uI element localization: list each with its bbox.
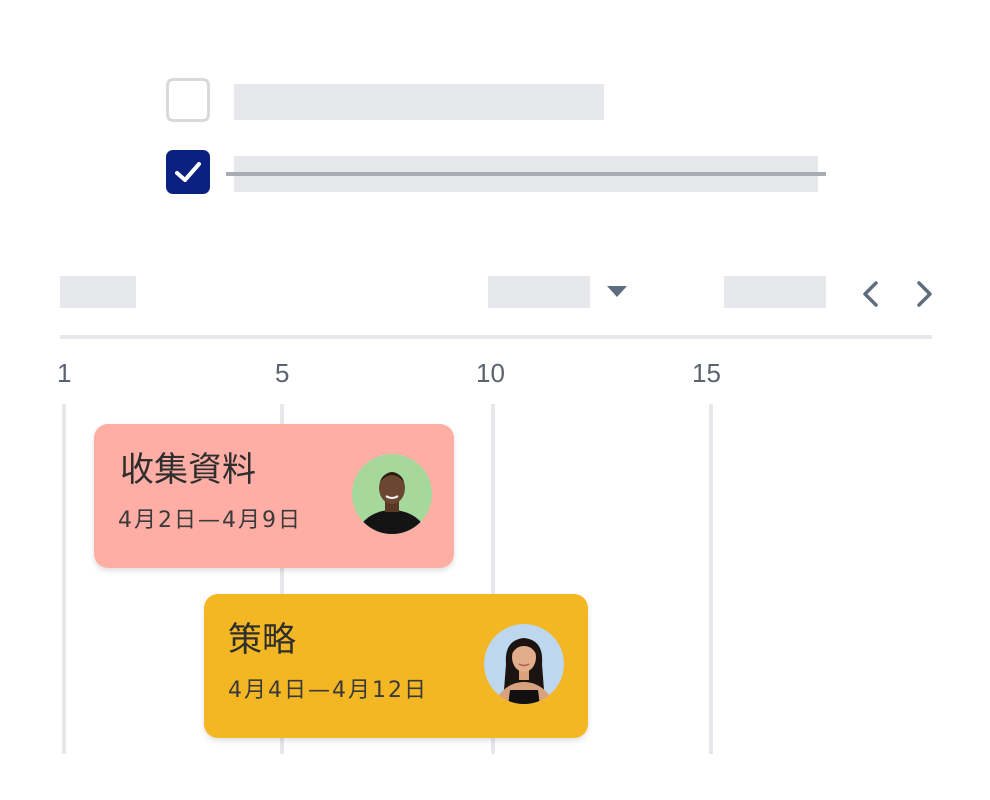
gridline [491, 404, 495, 754]
caret-down-icon[interactable] [607, 286, 627, 297]
avatar [352, 454, 432, 534]
toolbar-title-placeholder [60, 276, 136, 308]
tick-label: 10 [476, 358, 505, 388]
chevron-right-icon [917, 281, 932, 307]
task-title: 收集資料 [120, 450, 256, 490]
task-card[interactable]: 策略 4月4日—4月12日 [204, 594, 588, 738]
tick-label: 1 [57, 358, 72, 388]
previous-button[interactable] [857, 278, 885, 310]
task-label-placeholder [234, 84, 604, 120]
task-card[interactable]: 收集資料 4月2日—4月9日 [94, 424, 454, 568]
gridline [62, 404, 66, 754]
chevron-left-icon [863, 281, 878, 307]
toolbar-divider [60, 335, 932, 339]
person-icon [495, 638, 553, 704]
strikethrough-line [226, 172, 826, 176]
person-icon [356, 472, 428, 534]
avatar [484, 624, 564, 704]
task-dates: 4月4日—4月12日 [228, 678, 428, 703]
checkmark-icon [175, 162, 201, 182]
view-selector-placeholder[interactable] [488, 276, 590, 308]
tick-label: 5 [275, 358, 290, 388]
date-range-placeholder [724, 276, 826, 308]
task-title: 策略 [228, 620, 296, 660]
task-dates: 4月2日—4月9日 [118, 508, 302, 533]
task-checkbox-unchecked[interactable] [166, 78, 210, 122]
gridline [280, 404, 284, 754]
tick-label: 15 [692, 358, 721, 388]
gridline [709, 404, 713, 754]
next-button[interactable] [910, 278, 938, 310]
task-checkbox-checked[interactable] [166, 150, 210, 194]
